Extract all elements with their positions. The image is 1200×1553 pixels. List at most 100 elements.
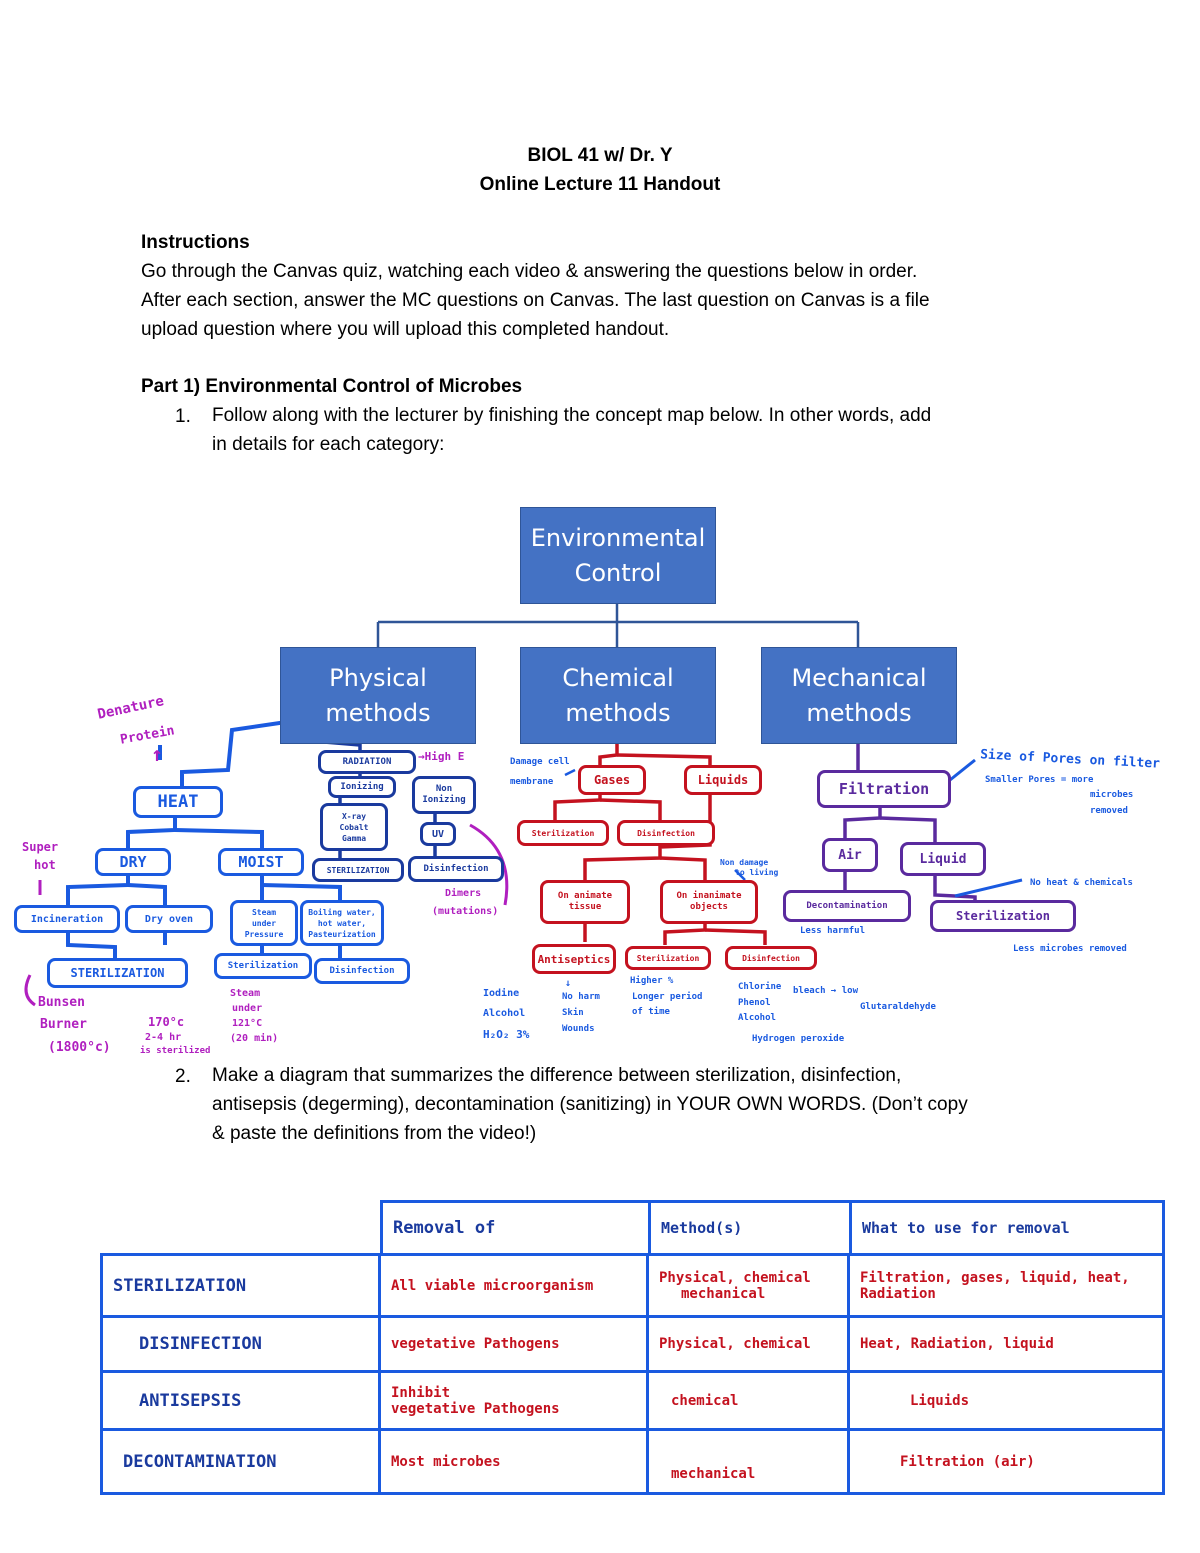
cell-removal-disinfection: vegetative Pathogens [378, 1315, 649, 1373]
xray-line-1: X-ray [341, 811, 367, 821]
note-autoclave-4: (20 min) [230, 1033, 279, 1044]
example-higher-pct: Higher % [630, 976, 674, 986]
node-radiation-sterilization: STERILIZATION [312, 858, 404, 882]
table-header-row: Removal of Method(s) What to use for rem… [380, 1200, 1165, 1256]
node-ionizing: Ionizing [328, 776, 396, 798]
cell-use-antisepsis: Liquids [847, 1370, 1165, 1431]
node-decontamination: Decontamination [783, 890, 911, 922]
note-damage-membrane-2: membrane [510, 777, 554, 787]
node-on-inanimate: On inanimate objects [660, 880, 758, 924]
node-mech-sterilization: Sterilization [930, 900, 1076, 932]
root-box-environmental-control: Environmental Control [520, 507, 716, 604]
on-animate-line-2: tissue [568, 902, 602, 912]
header-methods: Method(s) [648, 1200, 852, 1256]
node-dry: DRY [95, 848, 171, 876]
note-smaller-pores: Smaller Pores = more [985, 775, 1094, 785]
non-ionizing-line-2: Ionizing [422, 795, 466, 805]
note-non-damage-2: to living [735, 868, 779, 877]
root-label-line-2: Control [574, 558, 662, 587]
mechanical-label-line-2: methods [806, 698, 912, 727]
node-incineration: Incineration [14, 905, 120, 933]
example-skin: Skin [562, 1008, 584, 1018]
node-uv: UV [420, 822, 456, 846]
example-of-time: of time [632, 1007, 670, 1017]
part1-heading: Part 1) Environmental Control of Microbe… [141, 376, 523, 397]
row-label-disinfection: DISINFECTION [100, 1315, 381, 1373]
row-label-antisepsis: ANTISEPSIS [100, 1370, 381, 1431]
instructions-line-1: Go through the Canvas quiz, watching eac… [141, 261, 918, 282]
removal-antisepsis-line-1: Inhibit [391, 1384, 451, 1401]
row-label-decontamination: DECONTAMINATION [100, 1428, 381, 1495]
summary-table-body: STERILIZATION All viable microorganism P… [100, 1253, 1165, 1495]
cell-methods-sterilization: Physical, chemical mechanical [646, 1253, 850, 1318]
instructions-line-2: After each section, answer the MC questi… [141, 290, 930, 311]
node-liquids: Liquids [684, 765, 762, 795]
note-no-heat: No heat & chemicals [1030, 878, 1133, 888]
note-less-harmful: Less harmful [800, 926, 866, 936]
xray-line-3: Gamma [341, 833, 367, 843]
chemical-label-line-2: methods [565, 698, 671, 727]
summary-table: Removal of Method(s) What to use for rem… [380, 1200, 1165, 1256]
root-label-line-1: Environmental [530, 523, 706, 552]
note-dimers-1: Dimers [445, 888, 482, 899]
node-gas-disinfection: Disinfection [617, 820, 715, 846]
node-moist-sterilization: Sterilization [214, 953, 312, 979]
steam-line-2: under [251, 918, 277, 928]
node-moist: MOIST [218, 848, 304, 876]
note-dimers-2: (mutations) [432, 906, 499, 917]
example-alcohol: Alcohol [483, 1008, 526, 1019]
note-bunsen-2: Burner [40, 1017, 87, 1032]
node-heat: HEAT [133, 786, 223, 818]
example-hydrogen-peroxide: Hydrogen peroxide [752, 1034, 845, 1044]
cell-removal-decontamination: Most microbes [378, 1428, 649, 1495]
use-sterilization-line-2: Radiation [860, 1285, 936, 1302]
physical-label-line-1: Physical [329, 663, 427, 692]
node-boiling: Boiling water, hot water, Pasteurization [300, 900, 384, 946]
node-radiation-disinfection: Disinfection [408, 856, 504, 882]
q2-line-2: antisepsis (degerming), decontamination … [212, 1094, 968, 1115]
note-oven-temp-1: 170°c [148, 1015, 185, 1029]
note-oven-temp-3: is sterilized [140, 1046, 211, 1056]
header-what-to-use: What to use for removal [849, 1200, 1165, 1256]
chemical-label-line-1: Chemical [562, 663, 674, 692]
note-less-microbes: Less microbes removed [1013, 944, 1127, 954]
node-on-animate: On animate tissue [540, 880, 630, 924]
example-glutaraldehyde: Glutaraldehyde [860, 1002, 936, 1012]
mechanical-methods-box: Mechanical methods [761, 647, 957, 744]
note-autoclave-2: under [232, 1003, 263, 1014]
cell-methods-disinfection: Physical, chemical [646, 1315, 850, 1373]
physical-label-line-2: methods [325, 698, 431, 727]
note-high-e: →High E [418, 750, 465, 763]
boiling-line-1: Boiling water, [308, 907, 376, 917]
steam-line-3: Pressure [244, 929, 284, 939]
on-animate-line-1: On animate [557, 891, 613, 901]
example-chlorine: Chlorine [738, 982, 782, 992]
node-antiseptics: Antiseptics [532, 944, 616, 974]
q1-line-1: Follow along with the lecturer by finish… [212, 405, 932, 426]
table-row: DECONTAMINATION Most microbes mechanical… [100, 1428, 1165, 1495]
note-autoclave-1: Steam [230, 988, 261, 999]
node-moist-disinfection: Disinfection [314, 958, 410, 984]
cell-removal-antisepsis: Inhibit vegetative Pathogens [378, 1370, 649, 1431]
cell-use-sterilization: Filtration, gases, liquid, heat, Radiati… [847, 1253, 1165, 1318]
note-bunsen-3: (1800°c) [48, 1040, 111, 1055]
node-radiation: RADIATION [318, 750, 416, 774]
boiling-line-3: Pasteurization [308, 929, 376, 939]
use-sterilization-line-1: Filtration, gases, liquid, heat, [860, 1269, 1130, 1286]
example-longer-period: Longer period [632, 992, 703, 1002]
example-wounds: Wounds [562, 1024, 595, 1034]
arrow-up-icon: ↑ [151, 742, 164, 766]
q1-line-2: in details for each category: [212, 434, 445, 455]
node-dry-oven: Dry oven [125, 905, 213, 933]
header-removal-of: Removal of [380, 1200, 651, 1256]
note-oven-temp-2: 2-4 hr [145, 1032, 182, 1043]
example-no-harm: No harm [562, 992, 600, 1002]
note-autoclave-3: 121°C [232, 1018, 263, 1029]
course-title: BIOL 41 w/ Dr. Y [527, 145, 673, 166]
note-super-hot-2: hot [34, 858, 56, 872]
note-removed: removed [1090, 806, 1128, 816]
node-liquid: Liquid [900, 842, 986, 876]
note-damage-membrane-1: Damage cell [510, 757, 570, 767]
cell-methods-decontamination: mechanical [646, 1428, 850, 1495]
node-dry-sterilization: STERILIZATION [47, 958, 188, 988]
